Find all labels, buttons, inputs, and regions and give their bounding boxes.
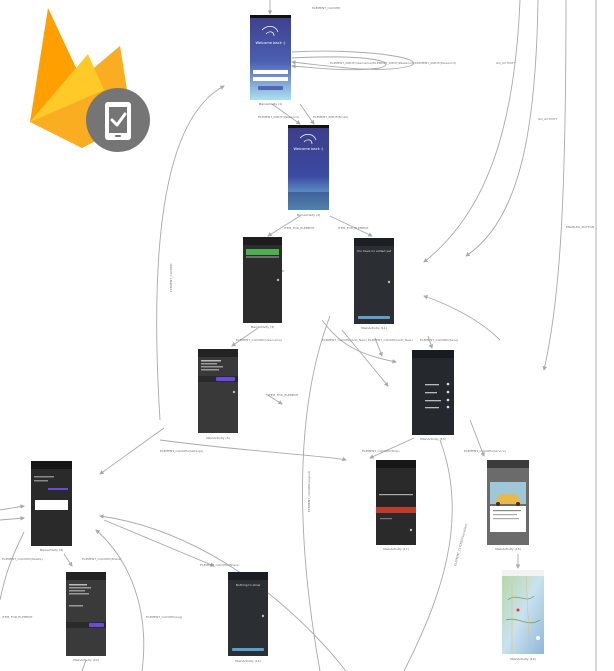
node-label: MainActivity (2) [297, 213, 321, 217]
edge-label: ELEMENT_CLICKED(Log) [146, 615, 182, 619]
edge [99, 514, 347, 671]
screen-node[interactable]: MainActivity (13) [412, 350, 454, 441]
edge [0, 504, 25, 511]
edge [95, 529, 145, 671]
edge-label: GO_ACTIVITY [496, 61, 516, 65]
edge [231, 327, 259, 347]
screen-title: Nothing to show [236, 583, 261, 587]
screen-title: Welcome back :) [256, 41, 286, 45]
screen-node[interactable]: MainActivity (5) [198, 349, 238, 440]
edge [0, 516, 25, 521]
node-label: MainActivity (5) [206, 436, 230, 440]
edge-label: GO_ACTIVITY [538, 117, 558, 121]
screen-node[interactable]: MainActivity (3) [243, 237, 282, 329]
screen-node[interactable]: Welcome back :) MainActivity (1) [250, 15, 291, 106]
edge [63, 553, 73, 567]
screen-node[interactable]: MainActivity (10) [66, 572, 106, 662]
node-label: MainActivity (14) [235, 659, 261, 663]
edge [427, 335, 433, 349]
firebase-test-lab-icon [30, 8, 150, 152]
screen-title: You have no added yet [357, 249, 392, 253]
node-label: MainActivity (13) [420, 437, 446, 441]
edge [291, 50, 414, 70]
screen-title: Welcome back :) [294, 147, 324, 151]
screen-nodes: Welcome back :) MainActivity (1) Welcome… [31, 15, 544, 663]
edge [267, 215, 301, 237]
edge [302, 315, 331, 671]
screen-node[interactable]: MainActivity (8) [31, 461, 72, 552]
edge [156, 85, 225, 421]
edge [469, 419, 485, 457]
screen-node[interactable]: MainActivity (18) [487, 460, 529, 551]
edge-label: ELEMENT_CLICKED [169, 263, 173, 292]
edge [329, 215, 373, 237]
screen-node[interactable]: You have no added yet MainActivity (11) [354, 238, 394, 330]
edge-label: ITEM_FOR_ELEMENT [268, 393, 299, 397]
edge-label: ELEMENT_CLICKED [312, 6, 341, 10]
edge [0, 531, 25, 601]
edge-label: ITEM_FOR_ELEMENT [338, 226, 369, 230]
edge-label: ELEMENT_CLICKED(Save) [420, 338, 458, 342]
edge-label: ELEMENT_CLICKED(Share) [82, 557, 121, 561]
edge [403, 439, 453, 671]
node-label: MainActivity (17) [383, 547, 409, 551]
node-label: MainActivity (19) [510, 657, 536, 661]
edge-label: ELEMENT_INPUT(Email) [313, 115, 348, 119]
node-label: MainActivity (11) [361, 326, 387, 330]
edge [103, 519, 215, 567]
screen-node[interactable]: Welcome back :) MainActivity (2) [288, 125, 329, 217]
edge-label: ELEMENT_CLICKED(Logout) [307, 471, 311, 512]
edge-label: ITEM_FOR_ELEMENT [284, 226, 315, 230]
node-label: MainActivity (18) [495, 547, 521, 551]
edge [299, 103, 315, 125]
node-label: MainActivity (1) [259, 102, 283, 106]
edge [341, 329, 389, 387]
edge [542, 0, 567, 371]
edge [271, 103, 301, 125]
edge [321, 319, 397, 364]
screen-node[interactable]: MainActivity (17) [376, 460, 416, 551]
screen-node[interactable]: Nothing to show MainActivity (14) [228, 572, 268, 663]
edge-label: ELEMENT_CLICKED(Settings) [160, 449, 203, 453]
edge [291, 56, 387, 71]
screen-node[interactable]: MainActivity (19) [502, 570, 544, 661]
edge-label: ELEMENT_CLICKED(Stop) [362, 449, 400, 453]
edge [423, 295, 501, 341]
edge [99, 427, 165, 475]
edge [159, 439, 347, 462]
edge-label: ITEM_FOR_ELEMENT [2, 615, 33, 619]
edge-label: ELEMENT_INPUT(Password) [258, 115, 299, 119]
edge-label: ELEMENT_CLICKED(Add_New) [322, 338, 367, 342]
edge [81, 659, 87, 671]
node-label: MainActivity (3) [251, 325, 275, 329]
edges [0, 0, 597, 671]
edge-label: ELEMENT_CLICKED(Service) [464, 449, 506, 453]
edge-label: ENABLED_BUTTON [566, 225, 594, 229]
edge [465, 0, 539, 257]
edge [374, 337, 383, 357]
edge-label: ELEMENT_INPUT(Username)/ELEMENT_INPUT(Pa… [330, 61, 456, 65]
edge-label: ELEMENT_CLICKED(Username) [236, 338, 282, 342]
node-label: MainActivity (10) [73, 658, 99, 662]
edge [369, 437, 415, 459]
edge-label: ELEMENT_CLICKED(Add_New) [368, 338, 413, 342]
phone-check-icon [86, 88, 150, 152]
edge [265, 393, 283, 405]
node-label: MainActivity (8) [40, 548, 64, 552]
edge [423, 0, 521, 263]
edge-label: ELEMENT_CLICKED(Delete) [2, 557, 43, 561]
edge-label: ELEMENT_CLICKED(Share) [200, 563, 239, 567]
edge-label: ELEMENT_CLICKED(Location) [453, 523, 468, 566]
